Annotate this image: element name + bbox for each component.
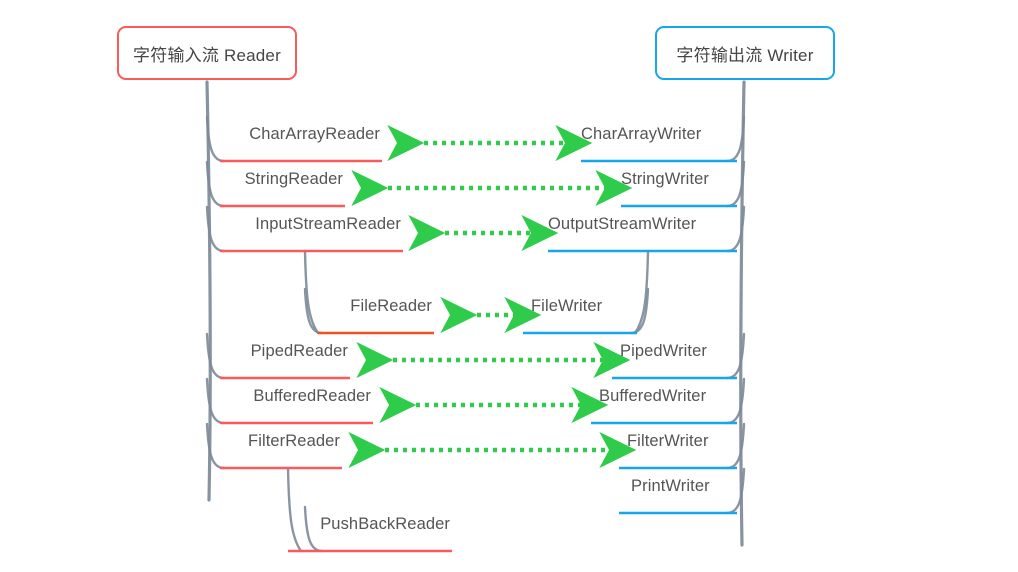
node-pipedwriter[interactable]: PipedWriter (620, 342, 707, 360)
branch-to-filewriter (629, 287, 650, 335)
node-bufferedwriter[interactable]: BufferedWriter (599, 387, 707, 405)
subtrunk-inputstreamreader-filereader (303, 249, 320, 335)
node-stringreader[interactable]: StringReader (244, 170, 343, 188)
branch-to-bufferedwriter (725, 377, 746, 425)
node-pipedreader[interactable]: PipedReader (250, 342, 348, 360)
trunk-writer (739, 80, 746, 547)
node-inputstreamreader[interactable]: InputStreamReader (255, 215, 401, 233)
node-outputstreamwriter[interactable]: OutputStreamWriter (548, 215, 697, 233)
subtrunk-filterreader-pushbackreader (286, 466, 303, 553)
subtrunk-outputstreamwriter-filewriter (633, 249, 650, 335)
node-stringwriter[interactable]: StringWriter (621, 170, 709, 188)
branch-to-filterwriter (725, 422, 746, 470)
node-filterwriter[interactable]: FilterWriter (627, 432, 709, 450)
root-box-writer[interactable]: 字符输出流 Writer (655, 26, 835, 80)
root-label-writer: 字符输出流 Writer (676, 45, 814, 65)
root-label-reader: 字符输入流 Reader (133, 45, 281, 65)
node-bufferedreader[interactable]: BufferedReader (253, 387, 371, 405)
root-box-reader[interactable]: 字符输入流 Reader (117, 26, 297, 80)
branch-to-outputstreamwriter (725, 205, 746, 253)
node-chararrayreader[interactable]: CharArrayReader (249, 125, 380, 143)
branch-to-chararraywriter (725, 115, 746, 163)
branch-to-printwriter (725, 467, 746, 515)
node-filereader[interactable]: FileReader (350, 297, 432, 315)
branch-to-stringwriter (725, 160, 746, 208)
branch-to-pipedwriter (725, 332, 746, 380)
node-chararraywriter[interactable]: CharArrayWriter (581, 125, 702, 143)
node-filewriter[interactable]: FileWriter (531, 297, 603, 315)
node-filterreader[interactable]: FilterReader (248, 432, 340, 450)
node-pushbackreader[interactable]: PushBackReader (320, 515, 450, 533)
node-printwriter[interactable]: PrintWriter (631, 477, 710, 495)
